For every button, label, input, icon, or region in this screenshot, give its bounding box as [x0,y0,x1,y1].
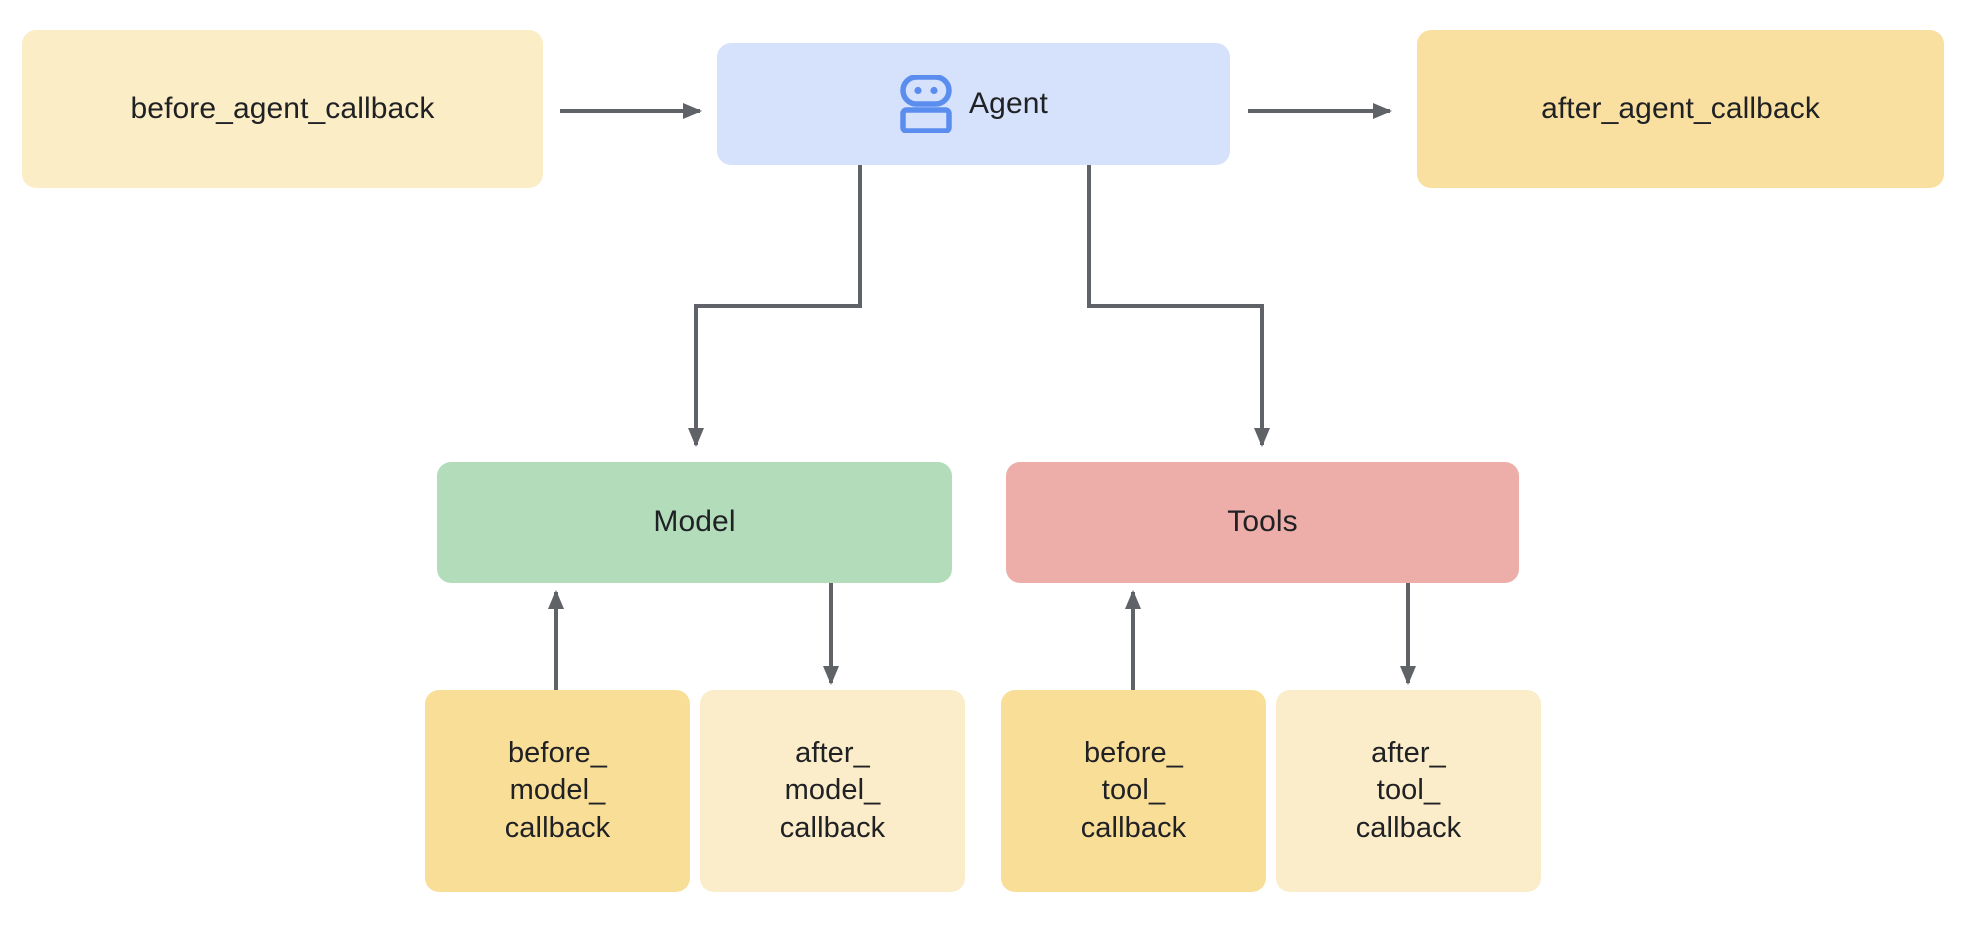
node-model-label: Model [653,505,736,539]
node-tools[interactable]: Tools [1006,462,1519,583]
node-before-tool-callback-label: before_ tool_ callback [1080,737,1187,844]
node-after-agent-callback-label: after_agent_callback [1541,91,1820,125]
edge-agent-to-model [688,165,862,447]
node-after-tool-callback[interactable]: after_ tool_ callback [1276,690,1541,892]
node-agent[interactable]: Agent [717,43,1230,165]
node-before-agent-callback-label: before_agent_callback [130,91,435,125]
node-tools-label: Tools [1227,505,1298,539]
node-model[interactable]: Model [437,462,952,583]
edge-agent-to-tools [1087,165,1270,447]
node-after-model-callback-label: after_ model_ callback [779,737,886,844]
node-before-agent-callback[interactable]: before_agent_callback [22,30,543,188]
node-after-model-callback[interactable]: after_ model_ callback [700,690,965,892]
node-after-agent-callback[interactable]: after_agent_callback [1417,30,1944,188]
robot-icon [899,75,953,133]
node-before-tool-callback[interactable]: before_ tool_ callback [1001,690,1266,892]
node-agent-label: Agent [969,86,1048,120]
node-before-model-callback-label: before_ model_ callback [504,737,611,844]
node-after-tool-callback-label: after_ tool_ callback [1355,737,1462,844]
node-before-model-callback[interactable]: before_ model_ callback [425,690,690,892]
